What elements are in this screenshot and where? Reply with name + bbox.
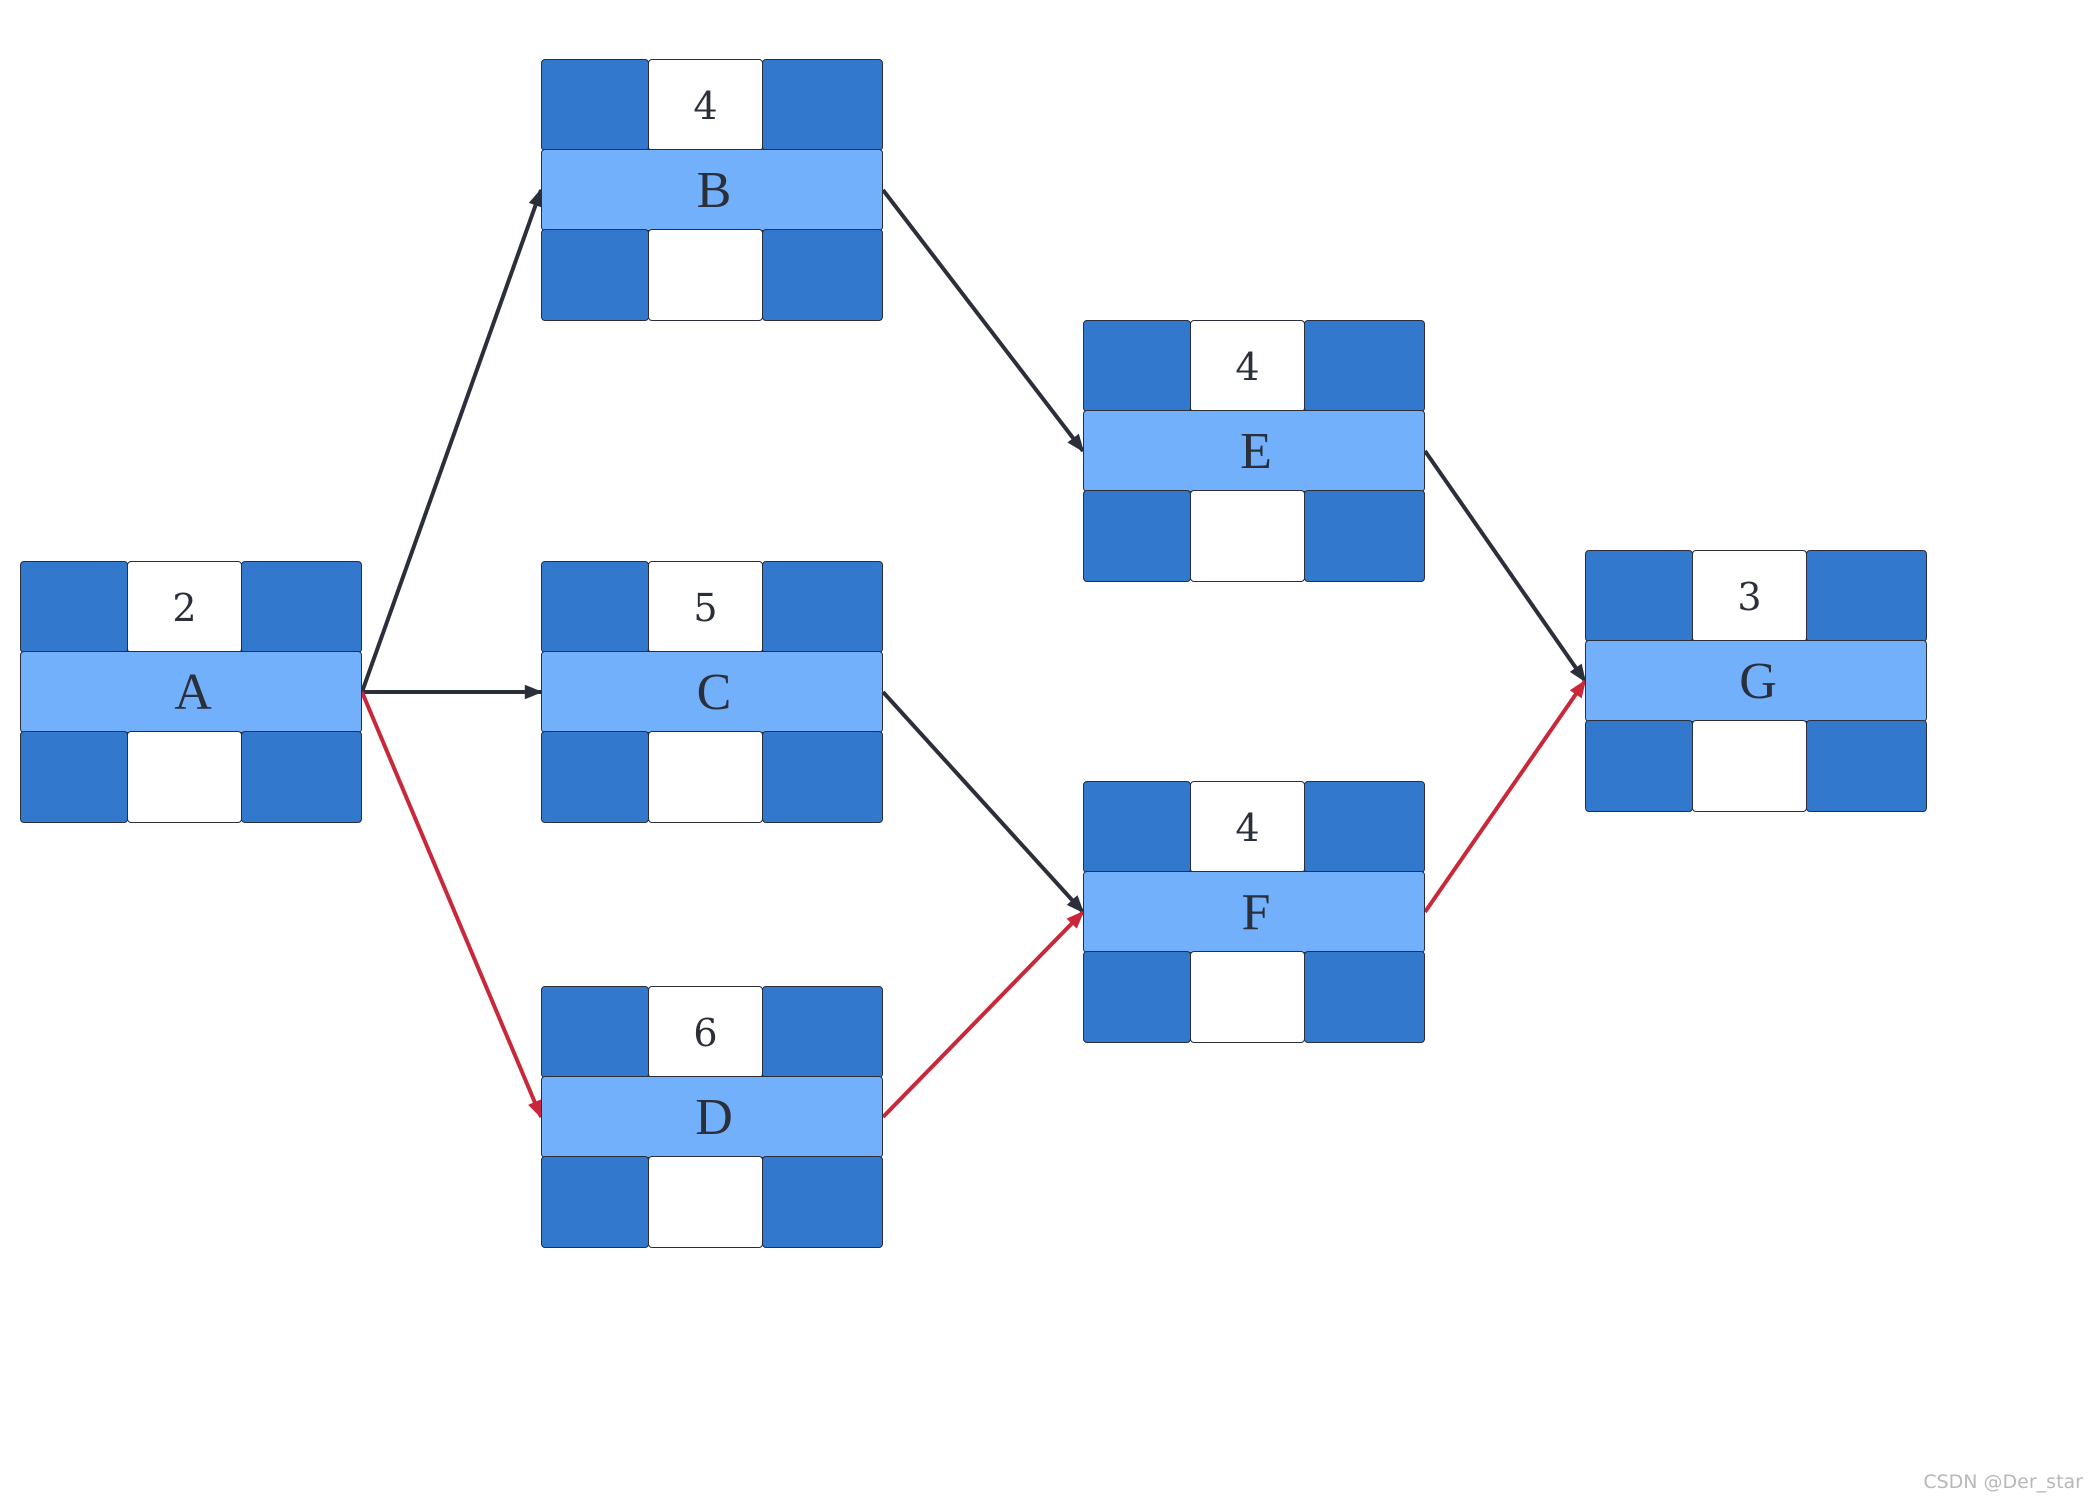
duration-label: 4 bbox=[1235, 345, 1260, 389]
task-name-label: E bbox=[1240, 422, 1272, 480]
duration-label: 3 bbox=[1737, 575, 1762, 619]
early-finish-cell bbox=[762, 561, 883, 653]
late-finish-cell bbox=[241, 731, 362, 823]
task-name-label: A bbox=[174, 663, 212, 721]
activity-node-e[interactable]: 4 E bbox=[1083, 320, 1425, 582]
late-start-cell bbox=[541, 1156, 649, 1248]
late-finish-cell bbox=[762, 229, 883, 321]
duration-cell: 3 bbox=[1692, 550, 1807, 642]
task-name-label: D bbox=[695, 1088, 733, 1146]
duration-label: 2 bbox=[172, 586, 197, 630]
edge-b-to-e bbox=[881, 188, 1085, 453]
edge-a-to-d bbox=[360, 691, 543, 1119]
late-start-cell bbox=[541, 229, 649, 321]
float-cell bbox=[1190, 951, 1305, 1043]
float-cell bbox=[648, 1156, 763, 1248]
task-name-cell: E bbox=[1083, 410, 1425, 492]
watermark-text: CSDN @Der_star bbox=[1923, 1471, 2083, 1493]
duration-cell: 6 bbox=[648, 986, 763, 1078]
late-start-cell bbox=[1585, 720, 1693, 812]
edge-e-to-g bbox=[1423, 449, 1587, 683]
early-start-cell bbox=[1585, 550, 1693, 642]
duration-cell: 4 bbox=[648, 59, 763, 151]
duration-label: 5 bbox=[693, 586, 718, 630]
task-name-cell: A bbox=[20, 651, 362, 733]
early-start-cell bbox=[541, 59, 649, 151]
float-cell bbox=[1692, 720, 1807, 812]
activity-node-c[interactable]: 5 C bbox=[541, 561, 883, 823]
duration-label: 4 bbox=[1235, 806, 1260, 850]
task-name-label: G bbox=[1739, 652, 1777, 710]
edge-f-to-g bbox=[1423, 679, 1587, 914]
late-start-cell bbox=[541, 731, 649, 823]
duration-cell: 2 bbox=[127, 561, 242, 653]
late-finish-cell bbox=[1304, 490, 1425, 582]
float-cell bbox=[648, 731, 763, 823]
late-start-cell bbox=[1083, 951, 1191, 1043]
duration-label: 4 bbox=[693, 84, 718, 128]
duration-cell: 5 bbox=[648, 561, 763, 653]
task-name-cell: C bbox=[541, 651, 883, 733]
late-start-cell bbox=[1083, 490, 1191, 582]
activity-node-a[interactable]: 2 A bbox=[20, 561, 362, 823]
early-finish-cell bbox=[1806, 550, 1927, 642]
edge-c-to-f bbox=[881, 690, 1085, 914]
task-name-label: B bbox=[696, 161, 732, 219]
early-start-cell bbox=[541, 561, 649, 653]
late-finish-cell bbox=[1304, 951, 1425, 1043]
early-start-cell bbox=[20, 561, 128, 653]
activity-node-d[interactable]: 6 D bbox=[541, 986, 883, 1248]
early-finish-cell bbox=[762, 986, 883, 1078]
activity-node-b[interactable]: 4 B bbox=[541, 59, 883, 321]
early-finish-cell bbox=[241, 561, 362, 653]
early-start-cell bbox=[541, 986, 649, 1078]
early-start-cell bbox=[1083, 781, 1191, 873]
early-start-cell bbox=[1083, 320, 1191, 412]
task-name-cell: D bbox=[541, 1076, 883, 1158]
early-finish-cell bbox=[1304, 781, 1425, 873]
duration-label: 6 bbox=[693, 1011, 718, 1055]
task-name-cell: B bbox=[541, 149, 883, 231]
task-name-cell: G bbox=[1585, 640, 1927, 722]
edge-d-to-f bbox=[881, 910, 1085, 1119]
float-cell bbox=[648, 229, 763, 321]
task-name-label: C bbox=[696, 663, 732, 721]
late-finish-cell bbox=[762, 731, 883, 823]
early-finish-cell bbox=[1304, 320, 1425, 412]
edge-a-to-b bbox=[360, 188, 543, 693]
activity-node-g[interactable]: 3 G bbox=[1585, 550, 1927, 812]
duration-cell: 4 bbox=[1190, 320, 1305, 412]
early-finish-cell bbox=[762, 59, 883, 151]
float-cell bbox=[127, 731, 242, 823]
late-start-cell bbox=[20, 731, 128, 823]
late-finish-cell bbox=[1806, 720, 1927, 812]
duration-cell: 4 bbox=[1190, 781, 1305, 873]
task-name-label: F bbox=[1241, 883, 1271, 941]
task-name-cell: F bbox=[1083, 871, 1425, 953]
late-finish-cell bbox=[762, 1156, 883, 1248]
activity-node-f[interactable]: 4 F bbox=[1083, 781, 1425, 1043]
float-cell bbox=[1190, 490, 1305, 582]
